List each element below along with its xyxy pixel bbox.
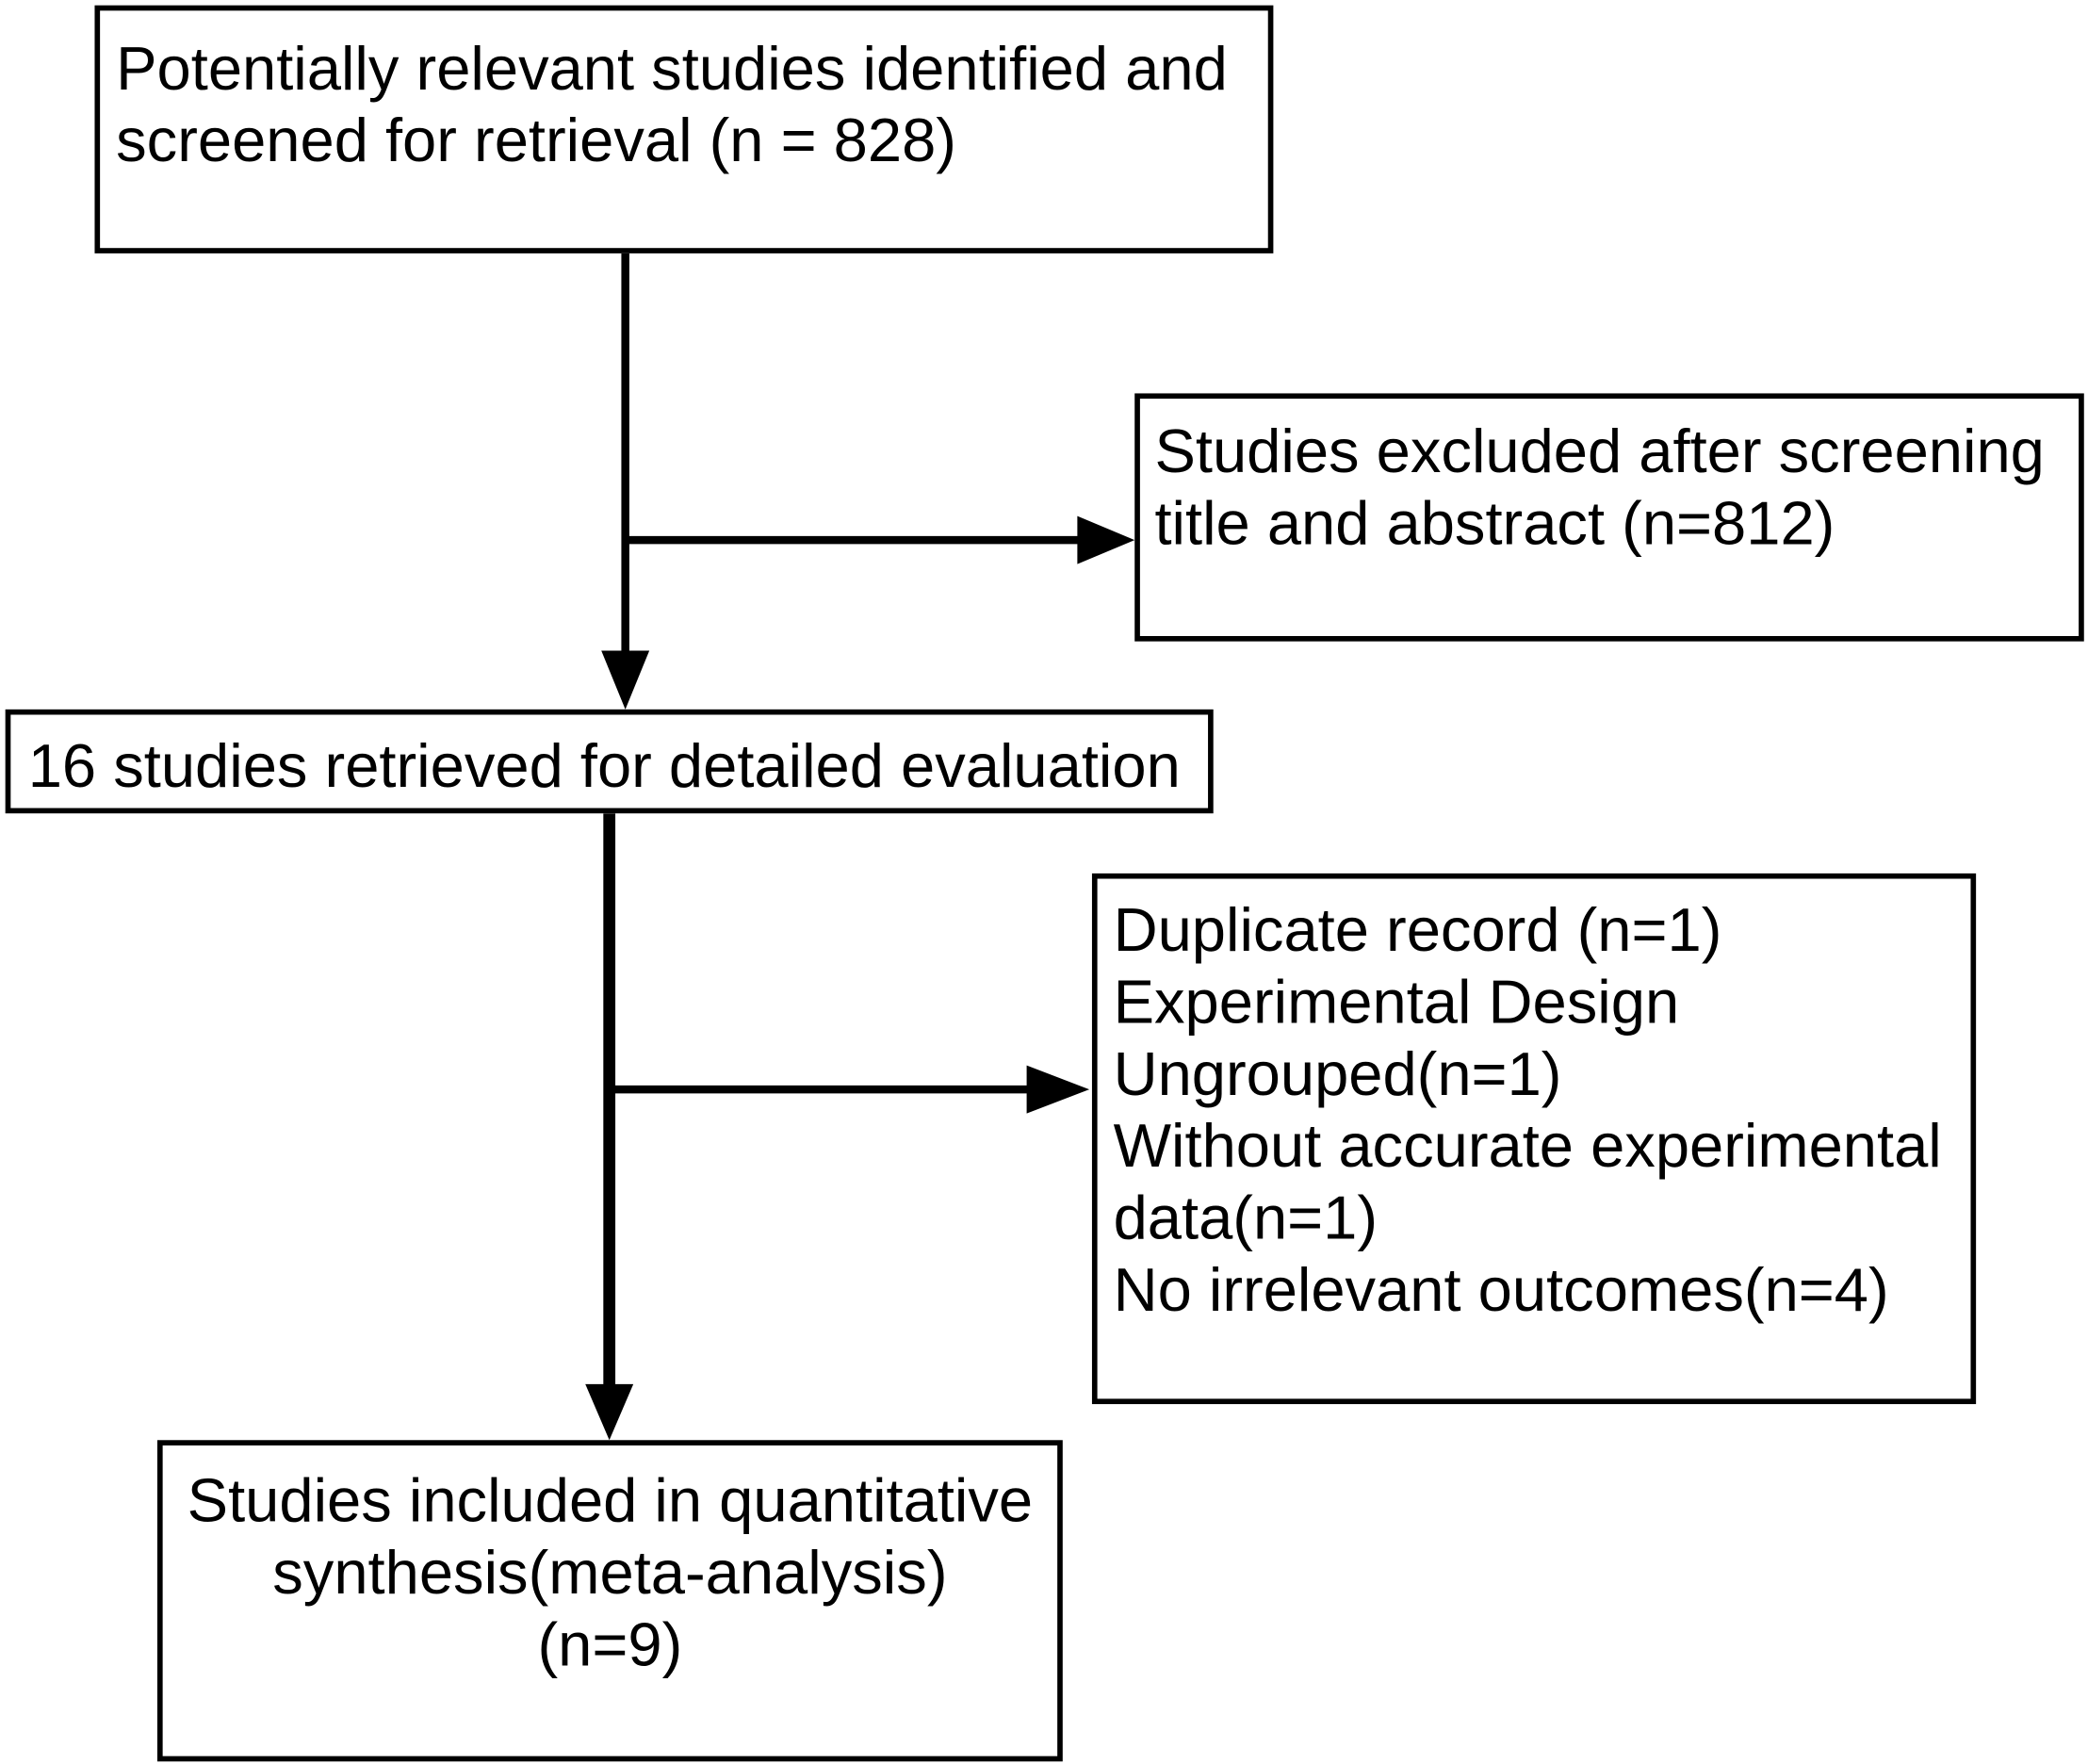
reason-line-4: Without accurate experimental	[1113, 1110, 1942, 1181]
arrowhead-down-retrieved	[601, 650, 650, 710]
included-line-3: (n=9)	[537, 1609, 683, 1679]
exclusion-reasons-box: Duplicate record (n=1) Experimental Desi…	[1091, 873, 1977, 1405]
retrieved-studies-box: 16 studies retrieved for detailed evalua…	[5, 709, 1214, 814]
identified-line-1: Potentially relevant studies identified …	[116, 33, 1228, 103]
reason-line-2: Experimental Design	[1113, 966, 1680, 1037]
excluded-line-2: title and abstract (n=812)	[1154, 487, 1835, 558]
reason-line-3: Ungrouped(n=1)	[1113, 1038, 1562, 1108]
reason-line-5: data(n=1)	[1113, 1183, 1378, 1252]
reason-line-1: Duplicate record (n=1)	[1113, 894, 1722, 965]
arrowhead-down-included	[585, 1383, 634, 1441]
included-studies-box: Studies included in quantitative synthes…	[156, 1440, 1063, 1762]
included-line-1: Studies included in quantitative	[187, 1465, 1034, 1535]
excluded-studies-box: Studies excluded after screening title a…	[1134, 393, 2084, 642]
excluded-line-1: Studies excluded after screening	[1154, 416, 2045, 486]
arrowhead-right-reasons	[1026, 1065, 1090, 1114]
reason-line-6: No irrelevant outcomes(n=4)	[1113, 1254, 1889, 1325]
included-line-2: synthesis(meta-analysis)	[272, 1537, 948, 1608]
retrieved-line-1: 16 studies retrieved for detailed evalua…	[27, 730, 1181, 801]
arrowhead-right-excluded	[1077, 515, 1135, 564]
identified-studies-box: Potentially relevant studies identified …	[94, 5, 1274, 253]
identified-line-2: screened for retrieval (n = 828)	[116, 105, 956, 175]
